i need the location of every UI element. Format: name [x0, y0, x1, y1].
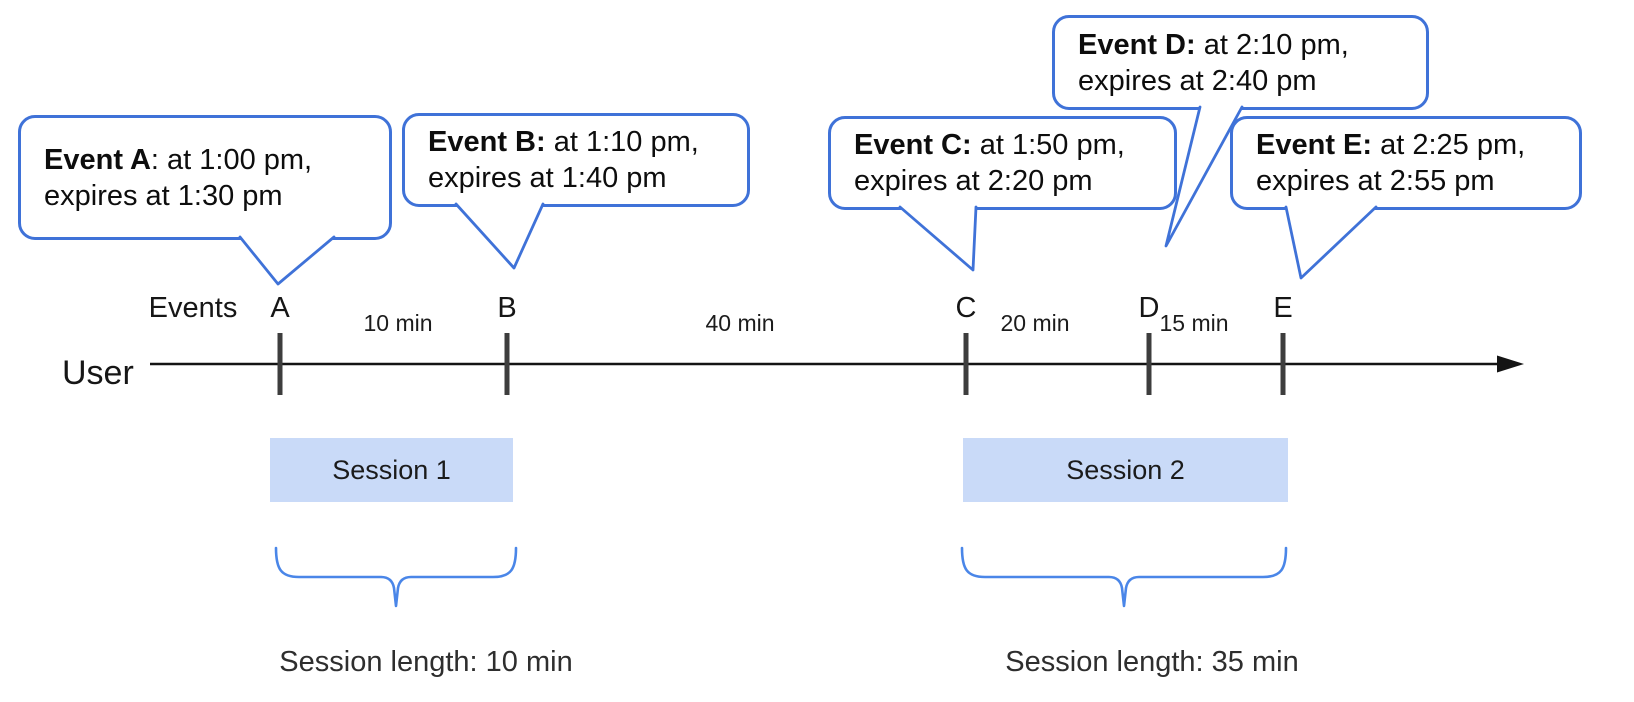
- callout-line1: Event E: at 2:25 pm,: [1256, 127, 1569, 163]
- event-b-callout: Event B: at 1:10 pm, expires at 1:40 pm: [402, 113, 750, 207]
- session-2-bar: Session 2: [963, 438, 1288, 502]
- session-1-length-caption: Session length: 10 min: [279, 646, 573, 678]
- event-e-time: at 2:25 pm,: [1372, 129, 1526, 161]
- event-d-time: at 2:10 pm,: [1195, 28, 1349, 61]
- event-a-name: Event A: [44, 143, 151, 176]
- tick-label-e: E: [1273, 292, 1293, 324]
- callout-line1: Event B: at 1:10 pm,: [428, 124, 737, 160]
- tick-label-c: C: [955, 292, 977, 324]
- event-d-name: Event D:: [1078, 28, 1196, 61]
- event-a-time: : at 1:00 pm,: [150, 143, 313, 176]
- event-a-callout: Event A: at 1:00 pm, expires at 1:30 pm: [18, 115, 392, 240]
- event-c-expiry: expires at 2:20 pm: [854, 165, 1093, 197]
- events-axis-label: Events: [148, 292, 238, 324]
- event-c-name: Event C:: [854, 129, 972, 161]
- timeline-arrowhead-icon: [1497, 355, 1524, 373]
- event-b-expiry: expires at 1:40 pm: [428, 162, 667, 194]
- interval-label-c-d: 20 min: [1000, 310, 1070, 336]
- tick-label-d: D: [1138, 292, 1160, 324]
- event-c-time: at 1:50 pm,: [971, 129, 1125, 161]
- tick-label-b: B: [497, 292, 517, 324]
- interval-label-a-b: 10 min: [363, 310, 433, 336]
- event-e-callout: Event E: at 2:25 pm, expires at 2:55 pm: [1230, 116, 1582, 210]
- event-e-name: Event E:: [1256, 129, 1373, 161]
- event-b-name: Event B:: [428, 126, 546, 158]
- user-axis-label: User: [62, 354, 134, 392]
- session-2-brace: [960, 546, 1288, 608]
- event-c-callout: Event C: at 1:50 pm, expires at 2:20 pm: [828, 116, 1177, 210]
- callout-line1: Event D: at 2:10 pm,: [1078, 27, 1416, 63]
- interval-label-b-c: 40 min: [705, 310, 775, 336]
- event-d-expiry: expires at 2:40 pm: [1078, 64, 1317, 97]
- interval-label-d-e: 15 min: [1159, 310, 1229, 336]
- event-e-expiry: expires at 2:55 pm: [1256, 165, 1495, 197]
- event-d-callout: Event D: at 2:10 pm, expires at 2:40 pm: [1052, 15, 1429, 110]
- session-1-bar: Session 1: [270, 438, 513, 502]
- callout-line1: Event C: at 1:50 pm,: [854, 127, 1164, 163]
- session-1-label: Session 1: [332, 454, 451, 485]
- event-a-expiry: expires at 1:30 pm: [44, 179, 283, 212]
- session-2-length-caption: Session length: 35 min: [1005, 646, 1299, 678]
- session-2-label: Session 2: [1066, 454, 1185, 485]
- session-1-brace: [274, 546, 518, 608]
- callout-line1: Event A: at 1:00 pm,: [44, 142, 379, 178]
- event-b-time: at 1:10 pm,: [545, 126, 699, 158]
- tick-label-a: A: [270, 292, 290, 324]
